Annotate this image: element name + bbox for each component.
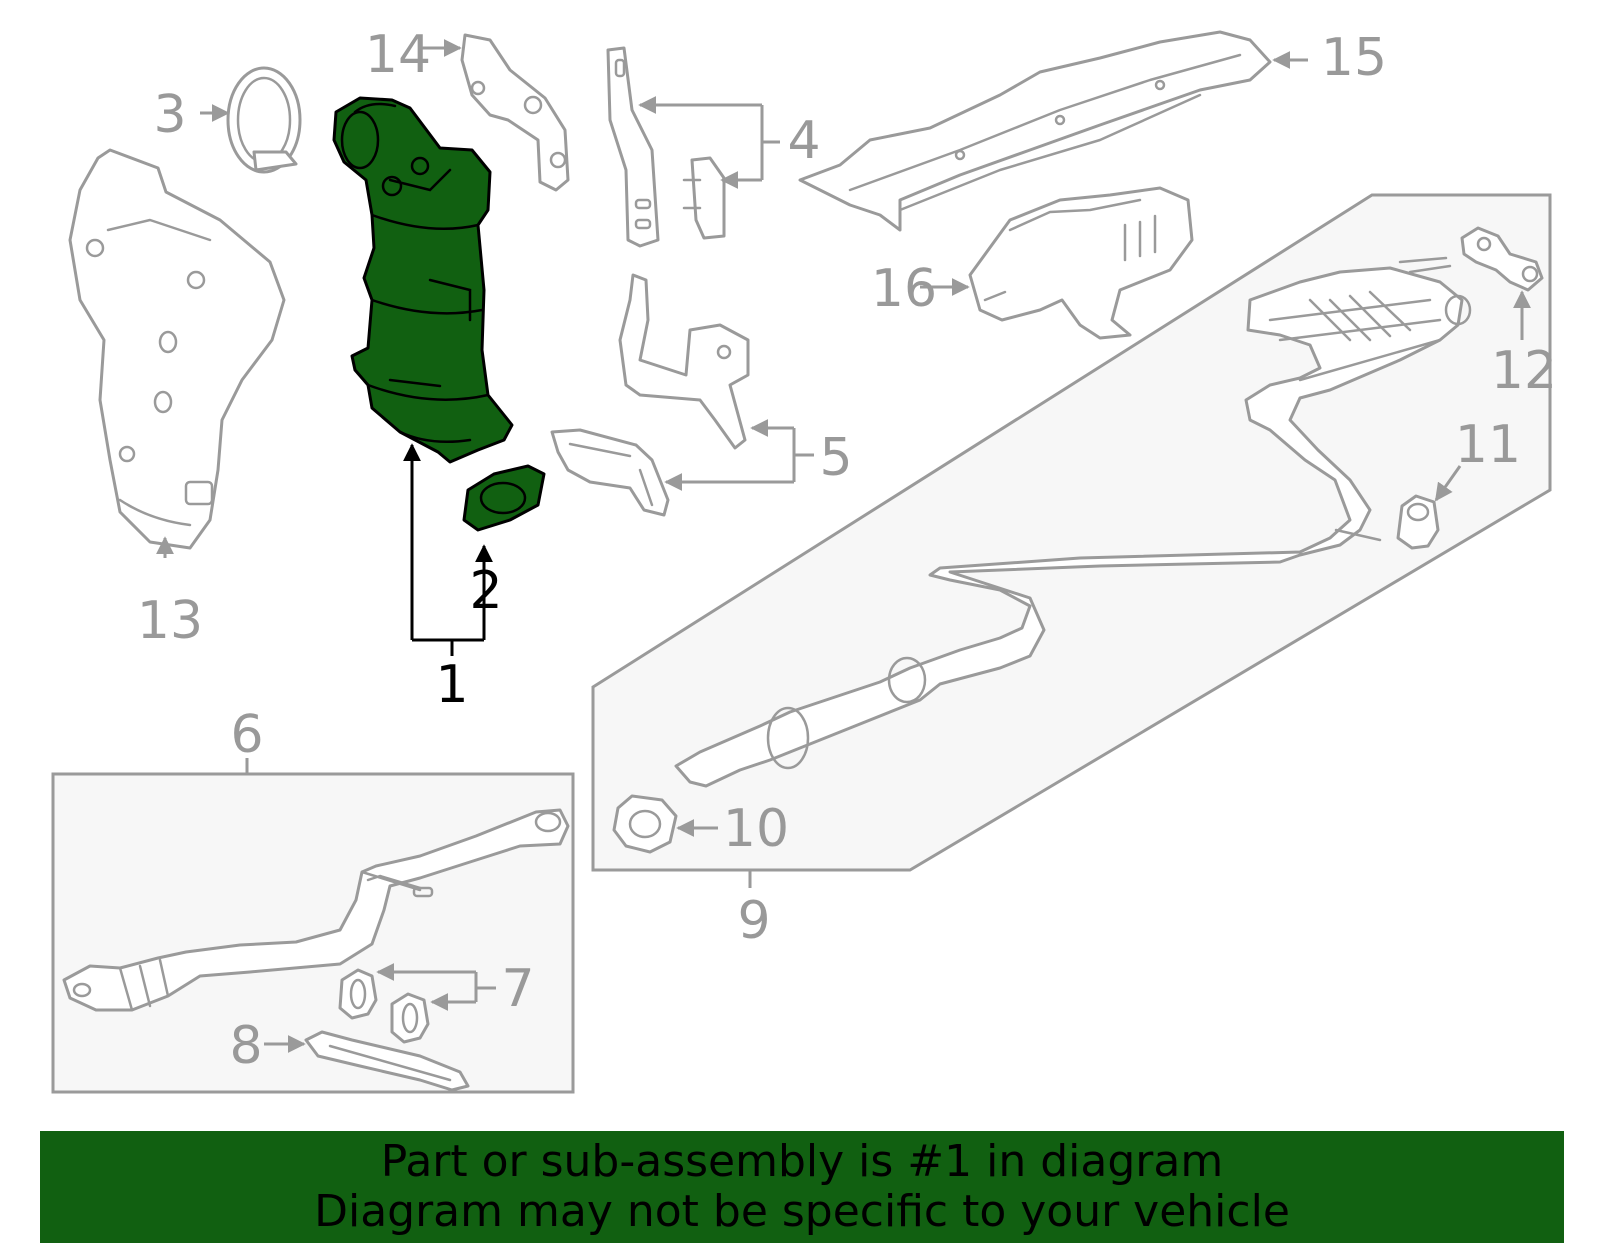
callout-16: 16 <box>871 259 937 319</box>
part-14-bracket[interactable] <box>460 33 570 192</box>
callout-13: 13 <box>137 591 203 651</box>
callout-8: 8 <box>229 1016 262 1076</box>
callout-2: 2 <box>469 561 502 621</box>
callout-10: 10 <box>723 799 789 859</box>
callout-4: 4 <box>787 111 820 171</box>
callout-14: 14 <box>365 25 431 85</box>
part-7-hangers[interactable] <box>338 968 430 1044</box>
callout-9: 9 <box>737 891 770 951</box>
callout-5: 5 <box>819 428 852 488</box>
part-11-insulator[interactable] <box>1396 494 1440 550</box>
part-10-gasket[interactable] <box>612 794 678 854</box>
callout-11: 11 <box>1455 415 1521 475</box>
callout-12: 12 <box>1491 341 1557 401</box>
banner-line-2: Diagram may not be specific to your vehi… <box>314 1186 1290 1237</box>
part-4-brackets[interactable] <box>606 46 726 248</box>
part-12-bracket[interactable] <box>1460 226 1544 292</box>
part-9-rear-exhaust[interactable] <box>674 256 1472 788</box>
callout-15: 15 <box>1321 28 1387 88</box>
part-13-heat-shield[interactable] <box>68 148 286 550</box>
callout-3: 3 <box>153 85 186 145</box>
callout-7: 7 <box>501 959 534 1019</box>
part-1-catalytic-converter[interactable] <box>332 96 514 464</box>
leader-lines-highlighted <box>403 443 493 656</box>
part-2-gasket[interactable] <box>462 464 546 532</box>
part-5-brackets[interactable] <box>550 273 750 517</box>
callout-6: 6 <box>230 705 263 765</box>
callout-1: 1 <box>435 655 468 715</box>
part-6-front-pipe[interactable] <box>62 808 570 1012</box>
info-banner: Part or sub-assembly is #1 in diagram Di… <box>40 1131 1564 1243</box>
leader-lines <box>156 39 1531 1053</box>
part-15-heat-shield[interactable] <box>798 30 1272 232</box>
part-3-clamp[interactable] <box>226 66 302 174</box>
part-8-heat-shield[interactable] <box>304 1030 470 1092</box>
part-16-heat-shield[interactable] <box>968 186 1194 340</box>
banner-line-1: Part or sub-assembly is #1 in diagram <box>380 1136 1224 1187</box>
